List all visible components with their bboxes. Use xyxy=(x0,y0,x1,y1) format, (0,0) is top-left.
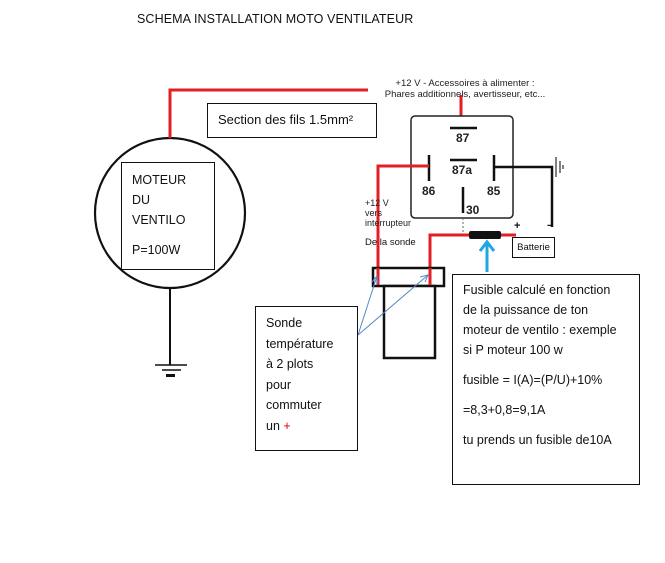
wire-section-note: Section des fils 1.5mm² xyxy=(207,103,377,138)
relay-pin-87-label: 87 xyxy=(456,131,470,145)
probe-note-line: Sonde xyxy=(266,316,303,330)
probe-note-line: commuter xyxy=(266,398,322,412)
wire-30-fuse-battery xyxy=(428,233,516,270)
interrupter-label: +12 V vers interrupteur xyxy=(365,198,411,228)
interrupter-label-line3: interrupteur xyxy=(365,218,412,228)
probe-note-line: à 2 plots xyxy=(266,357,314,371)
motor-label-box: MOTEUR DU VENTILO P=100W xyxy=(121,162,215,270)
fuse-calc: =8,3+0,8=9,1A xyxy=(463,403,546,417)
fuse-note-line: de la puissance de ton xyxy=(463,303,589,317)
battery-minus-icon: − xyxy=(547,220,554,232)
from-probe-label: De la sonde xyxy=(365,237,416,248)
diagram-title: SCHEMA INSTALLATION MOTO VENTILATEUR xyxy=(137,12,414,26)
fuse-arrow-icon xyxy=(478,239,496,252)
interrupter-label-line1: +12 V xyxy=(365,198,389,208)
probe-head xyxy=(371,266,446,288)
fuse-formula: fusible = I(A)=(P/U)+10% xyxy=(463,373,603,387)
battery-plus-icon: + xyxy=(514,220,521,232)
fuse xyxy=(469,231,501,239)
battery: Batterie xyxy=(512,237,555,258)
probe-note: Sonde température à 2 plots pour commute… xyxy=(255,306,358,451)
fuse-note-line: Fusible calculé en fonction xyxy=(463,283,611,297)
motor-label-line2: DU xyxy=(132,193,151,207)
probe-note-word: un xyxy=(266,418,280,433)
relay-pin-30-label: 30 xyxy=(466,203,480,217)
fuse-calculation-note: Fusible calculé en fonction de la puissa… xyxy=(452,274,640,485)
relay-pin-86-label: 86 xyxy=(422,184,436,198)
wire-85-to-ground xyxy=(494,165,554,227)
fuse-note-line: moteur de ventilo : exemple xyxy=(463,323,617,337)
motor-power: P=100W xyxy=(132,243,181,257)
ground-symbol-icon xyxy=(155,364,187,377)
wire-motor-to-accessories xyxy=(168,88,368,138)
probe-pointer-arrows xyxy=(357,274,429,336)
relay-pin-85-label: 85 xyxy=(487,184,501,198)
accessories-label: +12 V - Accessoires à alimenter : Phares… xyxy=(370,78,560,100)
interrupter-label-line2: vers xyxy=(365,208,383,218)
probe-note-line: température xyxy=(266,336,334,351)
fuse-conclusion: tu prends un fusible de10A xyxy=(463,433,612,447)
probe-note-line: pour xyxy=(266,377,292,392)
plus-icon: + xyxy=(283,418,291,433)
relay-ground-icon xyxy=(555,157,564,177)
wire-86-to-interrupter xyxy=(376,164,429,270)
accessories-label-line1: +12 V - Accessoires à alimenter : xyxy=(395,78,535,89)
probe-body xyxy=(382,284,437,360)
motor-label-line3: VENTILO xyxy=(132,213,186,227)
accessories-label-line2: Phares additionnels, avertisseur, etc... xyxy=(384,89,546,100)
probe-note-line: un + xyxy=(266,416,357,437)
fuse-note-line: si P moteur 100 w xyxy=(463,343,563,357)
motor-label-line1: MOTEUR xyxy=(132,173,187,187)
relay-pin-87a-label: 87a xyxy=(452,163,473,177)
